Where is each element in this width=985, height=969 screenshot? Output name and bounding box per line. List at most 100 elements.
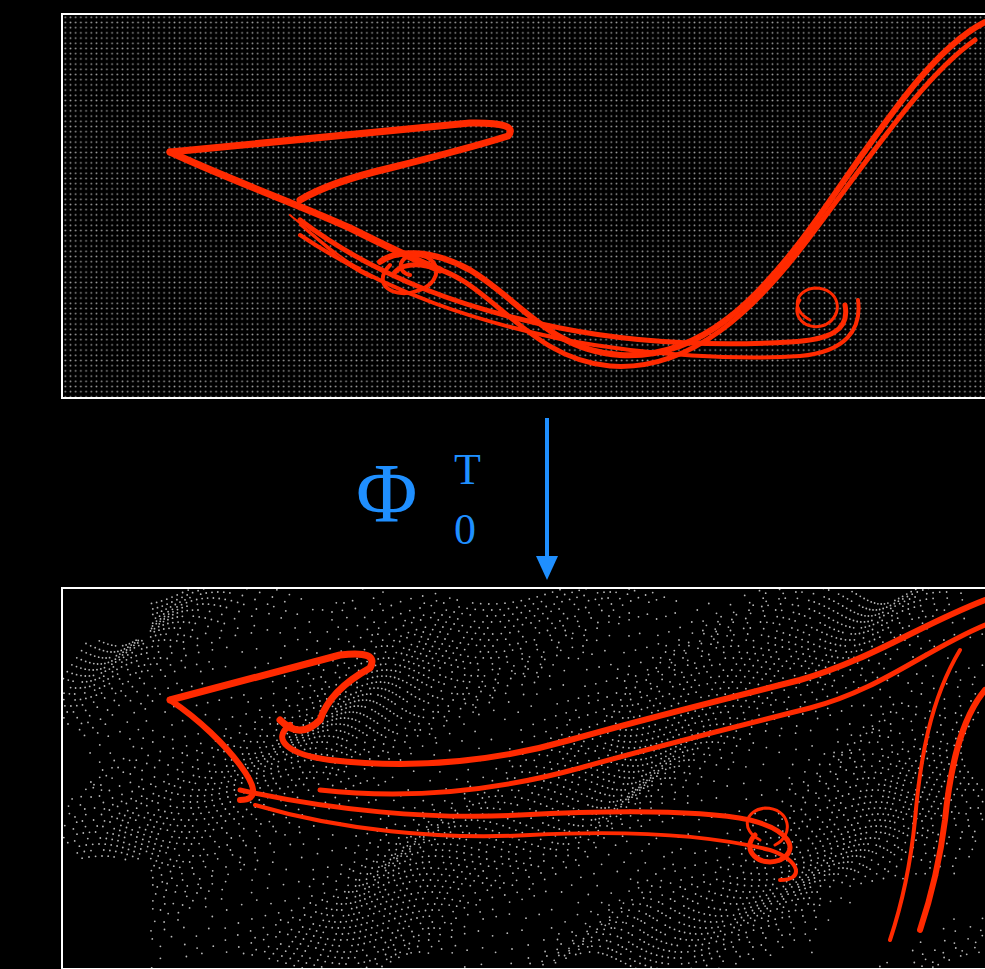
tracer-dot bbox=[628, 612, 630, 614]
tracer-dot bbox=[837, 741, 839, 743]
tracer-dot bbox=[890, 605, 892, 607]
tracer-dot bbox=[171, 652, 173, 654]
tracer-dot bbox=[588, 600, 590, 602]
tracer-dot bbox=[99, 687, 101, 689]
tracer-dot bbox=[358, 700, 360, 702]
tracer-dot bbox=[448, 710, 450, 712]
tracer-dot bbox=[512, 649, 514, 651]
tracer-dot bbox=[449, 645, 451, 647]
tracer-dot bbox=[913, 601, 915, 603]
tracer-dot bbox=[864, 642, 866, 644]
tracer-dot bbox=[765, 592, 767, 594]
tracer-dot bbox=[381, 580, 383, 582]
tracer-dot bbox=[115, 661, 117, 663]
tracer-dot bbox=[266, 735, 268, 737]
tracer-dot bbox=[156, 620, 158, 622]
tracer-dot bbox=[604, 650, 606, 652]
tracer-dot bbox=[409, 712, 411, 714]
tracer-dot bbox=[297, 704, 299, 706]
tracer-dot bbox=[830, 649, 832, 651]
tracer-dot bbox=[272, 596, 274, 598]
tracer-dot bbox=[902, 627, 904, 629]
tracer-dot bbox=[166, 658, 168, 660]
tracer-dot bbox=[656, 618, 658, 620]
tracer-dot bbox=[418, 665, 420, 667]
tracer-dot bbox=[449, 597, 451, 599]
tracer-dot bbox=[272, 705, 274, 707]
tracer-dot bbox=[671, 705, 673, 707]
tracer-dot bbox=[263, 585, 265, 587]
tracer-dot bbox=[702, 708, 704, 710]
tracer-dot bbox=[500, 633, 502, 635]
tracer-dot bbox=[559, 589, 561, 591]
tracer-dot bbox=[601, 598, 603, 600]
tracer-dot bbox=[483, 609, 485, 611]
tracer-dot bbox=[727, 711, 729, 713]
tracer-dot bbox=[141, 648, 143, 650]
tracer-dot bbox=[509, 644, 511, 646]
tracer-dot bbox=[887, 602, 889, 604]
tracer-dot bbox=[877, 603, 879, 605]
tracer-dot bbox=[898, 600, 900, 602]
tracer-dot bbox=[471, 638, 473, 640]
tracer-dot bbox=[474, 620, 476, 622]
tracer-dot bbox=[361, 685, 363, 687]
tracer-dot bbox=[537, 608, 539, 610]
tracer-dot bbox=[102, 657, 104, 659]
tracer-dot bbox=[382, 591, 384, 593]
tracer-dot bbox=[806, 624, 808, 626]
tracer-dot bbox=[138, 645, 140, 647]
tracer-dot bbox=[419, 641, 421, 643]
tracer-dot bbox=[688, 724, 690, 726]
tracer-dot bbox=[348, 699, 350, 701]
tracer-dot bbox=[85, 710, 87, 712]
tracer-dot bbox=[584, 685, 586, 687]
tracer-dot bbox=[161, 610, 163, 612]
tracer-dot bbox=[63, 699, 65, 701]
tracer-dot bbox=[441, 614, 443, 616]
tracer-dot bbox=[470, 662, 472, 664]
tracer-dot bbox=[849, 723, 851, 725]
tracer-dot bbox=[588, 612, 590, 614]
tracer-dot bbox=[433, 665, 435, 667]
tracer-dot bbox=[872, 672, 874, 674]
tracer-dot bbox=[520, 600, 522, 602]
tracer-dot bbox=[574, 603, 576, 605]
tracer-dot bbox=[488, 639, 490, 641]
tracer-dot bbox=[299, 715, 301, 717]
tracer-dot bbox=[517, 711, 519, 713]
tracer-dot bbox=[826, 581, 828, 583]
tracer-dot bbox=[910, 720, 912, 722]
tracer-dot bbox=[521, 684, 523, 686]
tracer-dot bbox=[107, 709, 109, 711]
tracer-dot bbox=[611, 716, 613, 718]
tracer-dot bbox=[803, 632, 805, 634]
tracer-dot bbox=[166, 603, 168, 605]
tracer-dot bbox=[832, 582, 834, 584]
tracer-dot bbox=[74, 699, 76, 701]
tracer-dot bbox=[381, 669, 383, 671]
tracer-dot bbox=[777, 670, 779, 672]
tracer-dot bbox=[402, 680, 404, 682]
tracer-dot bbox=[406, 637, 408, 639]
tracer-dot bbox=[736, 663, 738, 665]
tracer-dot bbox=[254, 667, 256, 669]
tracer-dot bbox=[364, 649, 366, 651]
tracer-dot bbox=[240, 725, 242, 727]
tracer-dot bbox=[674, 717, 676, 719]
tracer-dot bbox=[659, 662, 661, 664]
tracer-dot bbox=[899, 622, 901, 624]
tracer-dot bbox=[717, 706, 719, 708]
tracer-dot bbox=[748, 706, 750, 708]
tracer-dot bbox=[936, 731, 938, 733]
tracer-dot bbox=[545, 606, 547, 608]
tracer-dot bbox=[416, 629, 418, 631]
tracer-dot bbox=[188, 622, 190, 624]
tracer-dot bbox=[765, 600, 767, 602]
tracer-dot bbox=[552, 664, 554, 666]
tracer-dot bbox=[312, 609, 314, 611]
tracer-dot bbox=[171, 601, 173, 603]
tracer-dot bbox=[807, 641, 809, 643]
tracer-dot bbox=[444, 638, 446, 640]
tracer-dot bbox=[403, 647, 405, 649]
